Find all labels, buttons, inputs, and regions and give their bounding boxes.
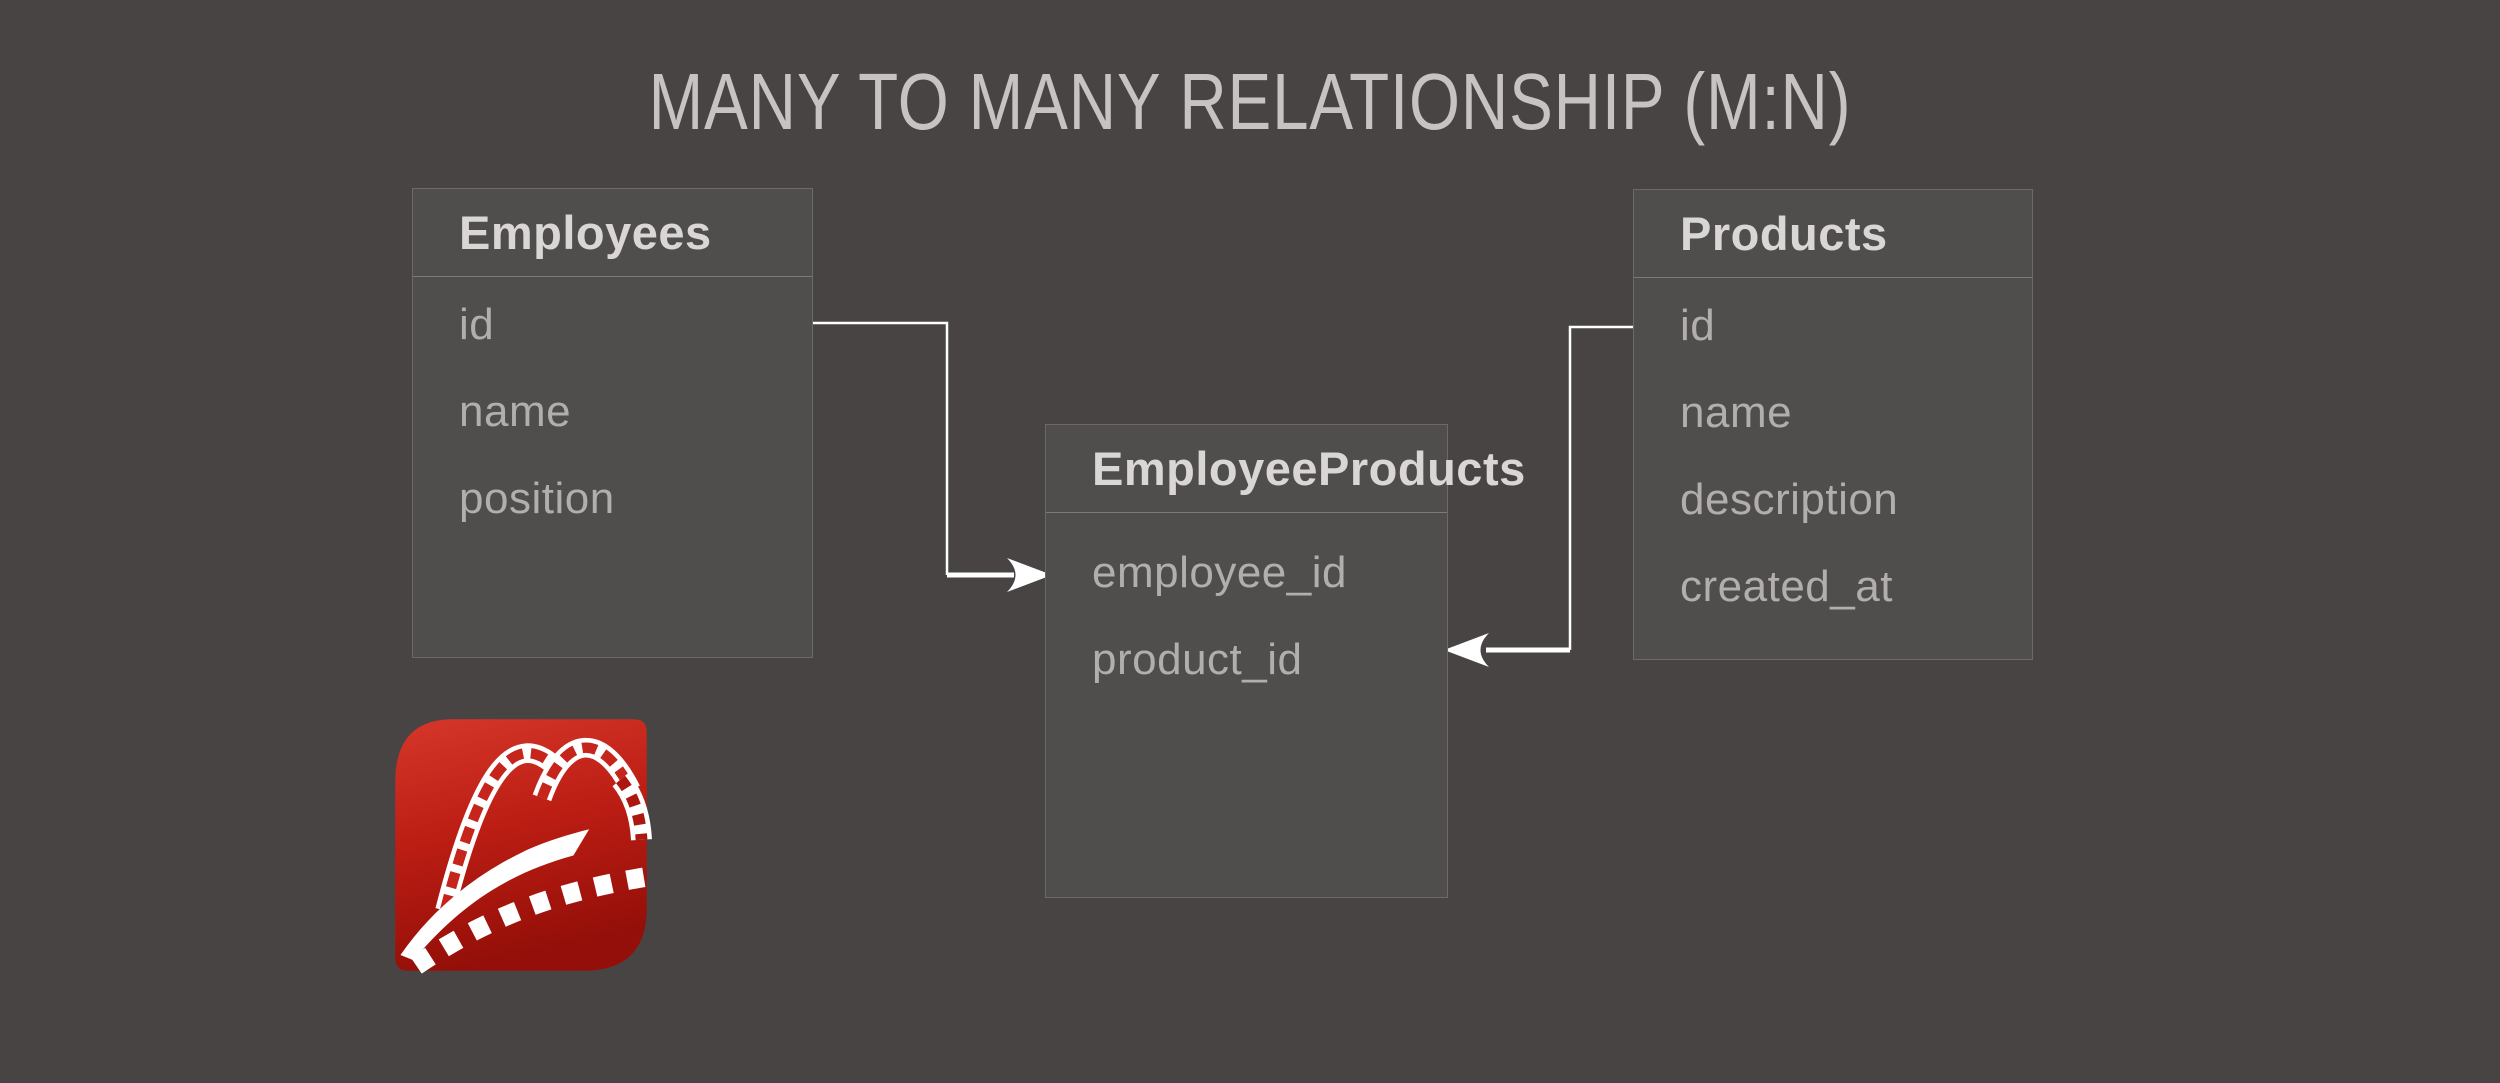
page-title: MANY TO MANY RELATIONSHIP (M:N) (648, 57, 1852, 146)
table-products-header: Products (1634, 190, 2032, 278)
table-row: id (1680, 300, 1716, 350)
table-employeeproducts-rows: employee_id product_id (1046, 513, 1447, 703)
table-products-rows: id name description created_at (1634, 278, 2032, 630)
table-employees-rows: id name position (413, 277, 812, 542)
table-employees: Employees id name position (412, 188, 813, 658)
connector-employees-to-employeeproducts (812, 321, 1052, 592)
arrowhead-left-icon (1444, 633, 1489, 667)
rails-logo-icon (395, 719, 652, 974)
table-products: Products id name description created_at (1633, 189, 2033, 660)
table-row: position (459, 473, 615, 523)
table-row: name (1680, 387, 1793, 437)
table-row: description (1680, 474, 1899, 524)
table-row: created_at (1680, 561, 1893, 611)
table-employees-title: Employees (459, 206, 712, 259)
table-employees-header: Employees (413, 189, 812, 277)
connector-products-to-employeeproducts (1444, 325, 1639, 667)
table-employeeproducts-title: EmployeeProducts (1092, 442, 1526, 495)
table-row: id (459, 299, 495, 349)
table-employeeproducts-header: EmployeeProducts (1046, 425, 1525, 513)
table-row: product_id (1092, 634, 1303, 684)
table-row: name (459, 386, 572, 436)
table-products-title: Products (1680, 207, 1888, 260)
table-row: employee_id (1092, 547, 1347, 597)
table-employeeproducts: EmployeeProducts employee_id product_id (1045, 424, 1525, 898)
rails-bridge-graphic (400, 737, 652, 974)
